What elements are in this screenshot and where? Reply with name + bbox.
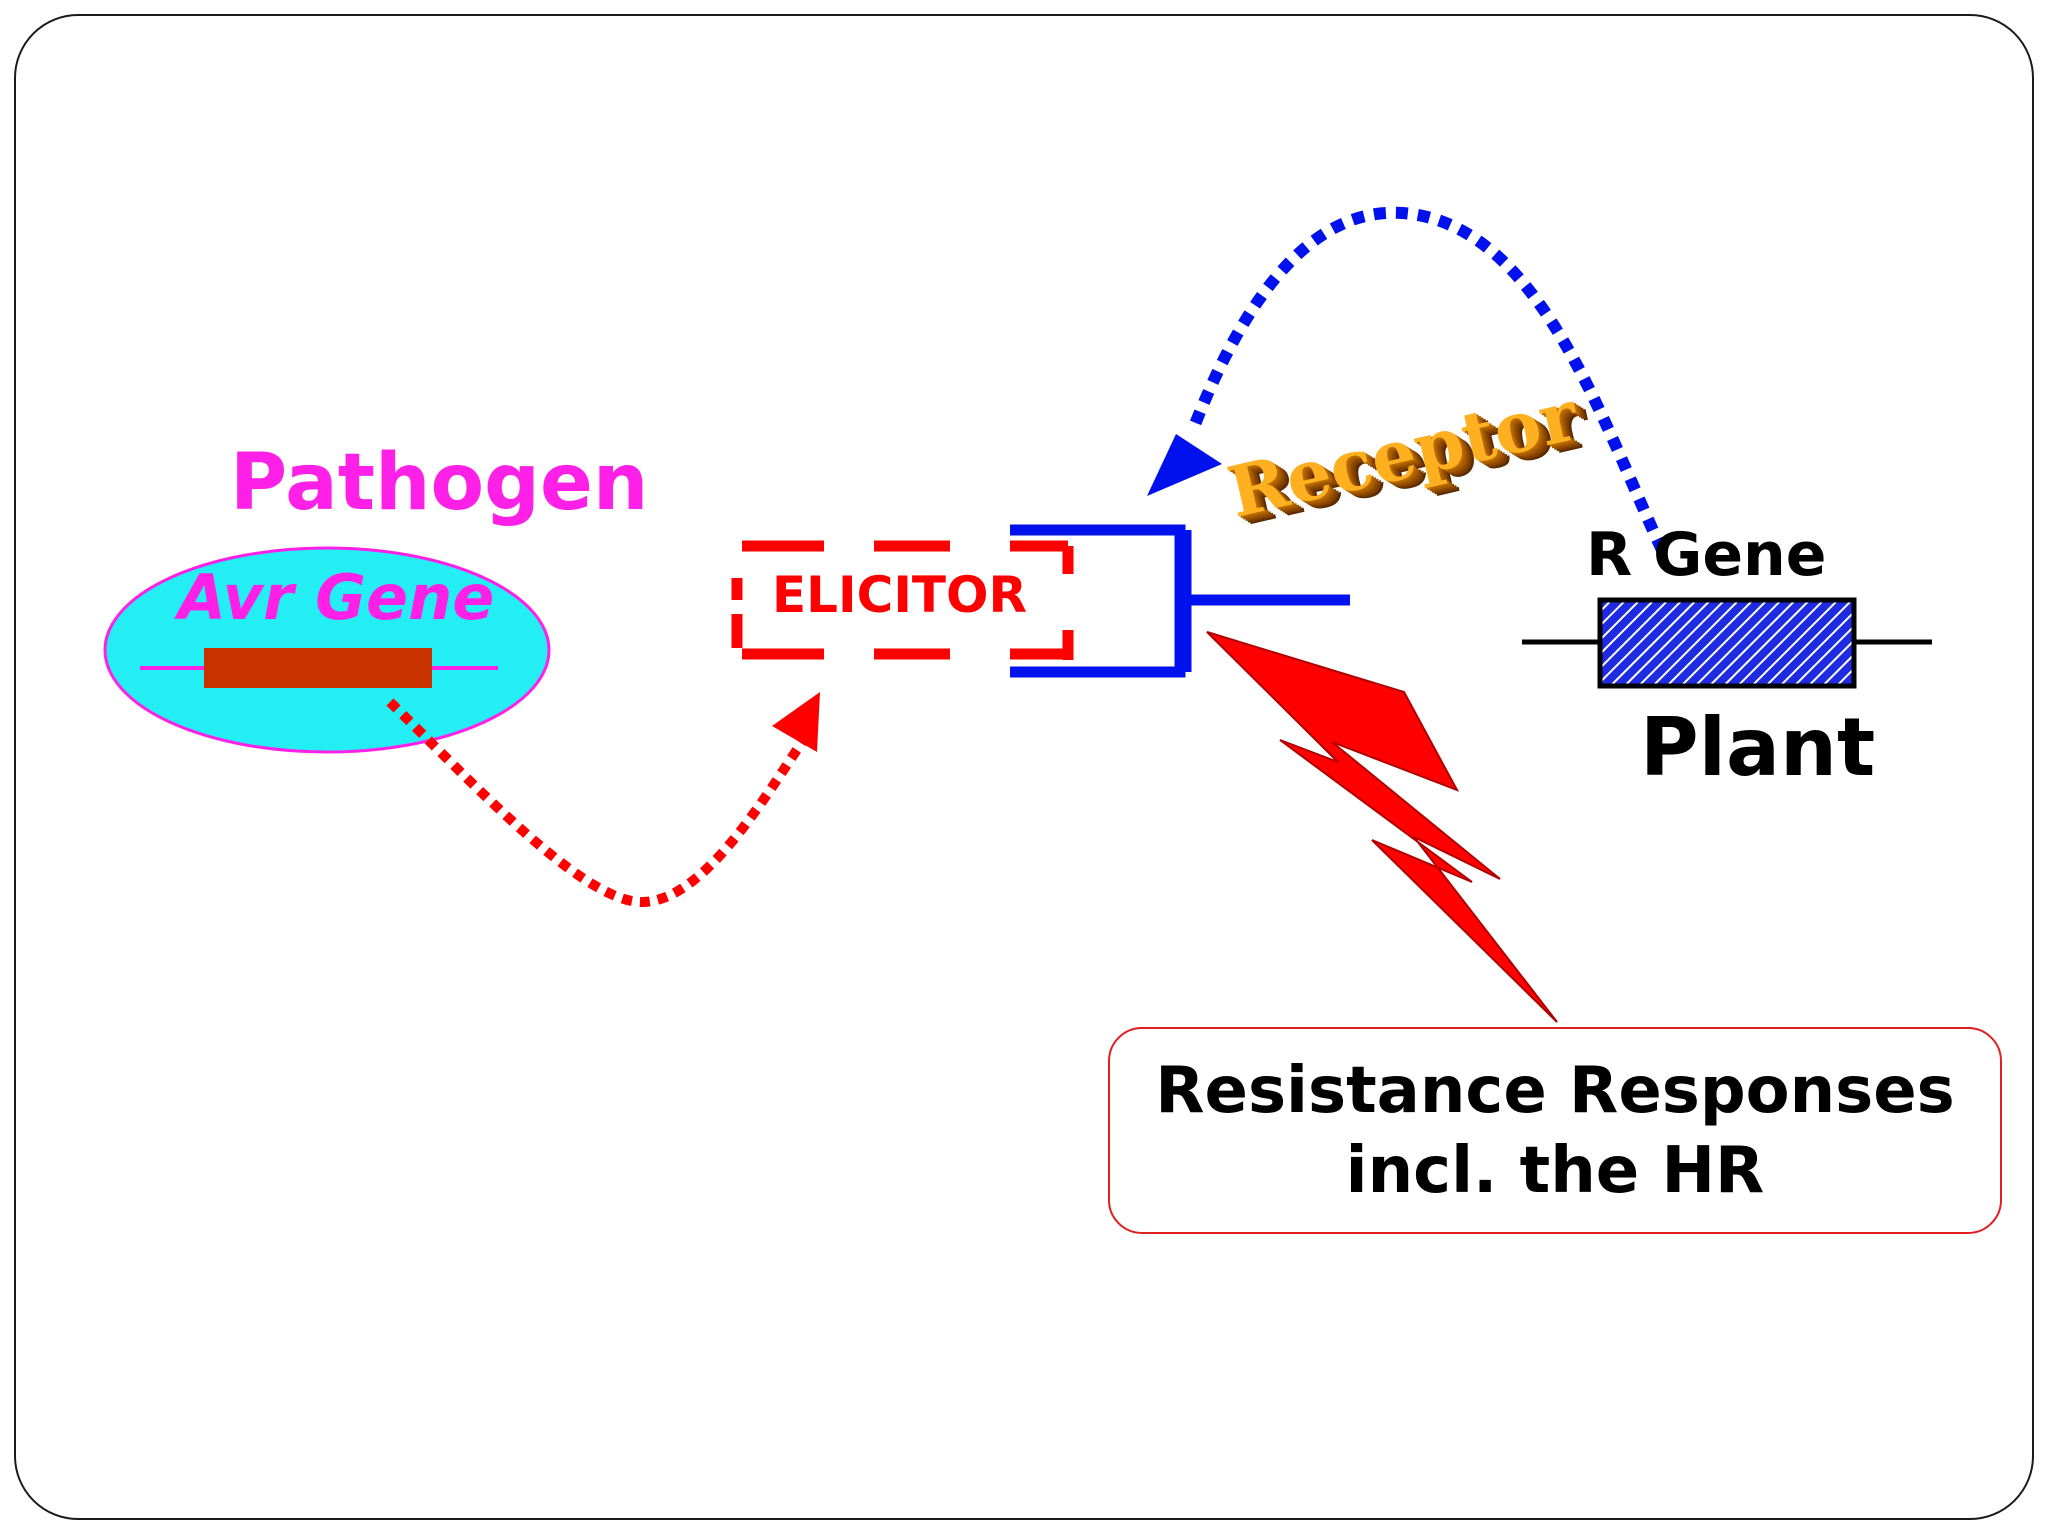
avr-gene-bar: [204, 648, 432, 688]
receptor-shape: [1010, 524, 1350, 678]
r-gene-label: R Gene: [1586, 520, 1827, 590]
response-line-1: Resistance Responses: [1155, 1053, 1955, 1128]
elicitor-label: ELICITOR: [772, 566, 1028, 624]
plant-label: Plant: [1640, 701, 1876, 794]
diagram-canvas: [103, 206, 1932, 1023]
elicitor-box: [731, 540, 1074, 660]
response-line-2: incl. the HR: [1345, 1133, 1765, 1208]
avr-gene-label: Avr Gene: [178, 561, 495, 634]
rgene-to-receptor-arrow: [1186, 206, 1668, 553]
slide-frame: Pathogen Avr Gene ELICITOR Receptor R Ge…: [14, 14, 2034, 1520]
receptor-arrowhead: [1147, 434, 1222, 496]
r-gene-bar: [1597, 597, 1857, 689]
pathogen-label: Pathogen: [230, 438, 649, 528]
avr-to-elicitor-arrow: [386, 698, 807, 908]
signal-lightning-bolt: [1206, 631, 1558, 1023]
elicitor-arrowhead: [772, 692, 820, 752]
resistance-response-box: Resistance Responses incl. the HR: [1108, 1027, 2002, 1234]
